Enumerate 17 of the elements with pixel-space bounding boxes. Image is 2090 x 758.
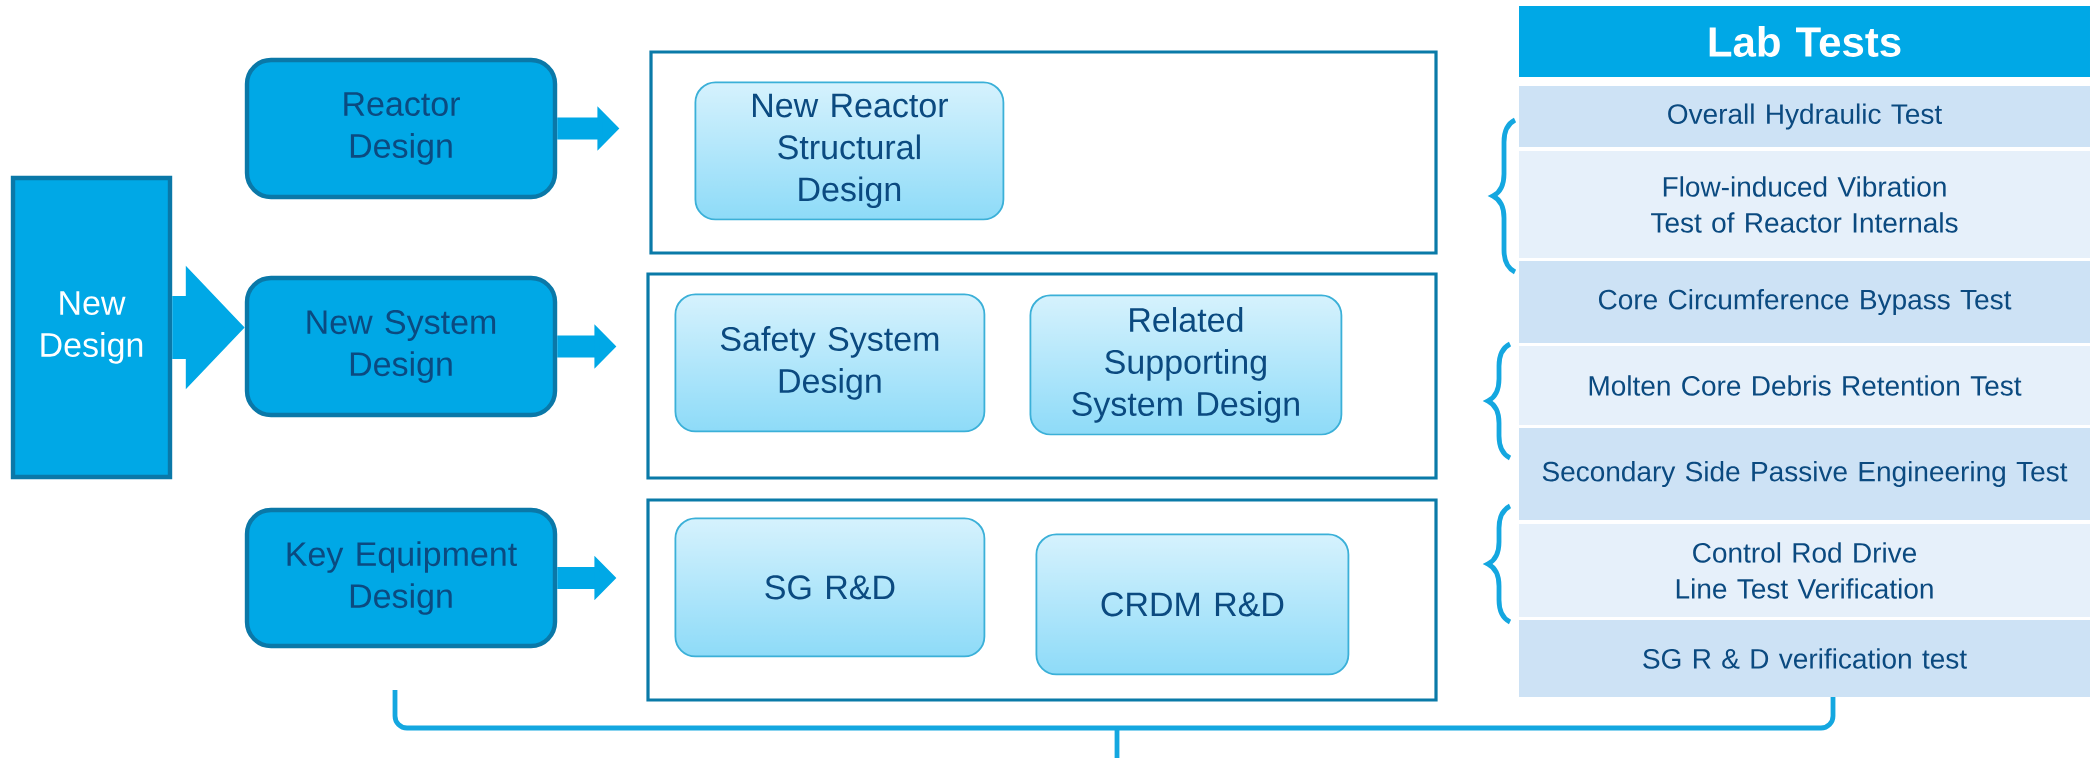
process-box: Reactor Design [244,57,558,200]
table-header: Lab Tests [1519,6,2090,77]
table-row: Core Circumference Bypass Test [1519,261,2090,343]
task-box: CRDM R&D [1035,533,1350,676]
table-row: Secondary Side Passive Engineering Test [1519,428,2090,520]
task-box: SG R&D [674,517,986,658]
table-row: Molten Core Debris Retention Test [1519,346,2090,425]
task-box: Safety System Design [674,293,986,433]
task-box: New Reactor Structural Design [694,81,1005,221]
block: New Design [10,175,173,480]
table-row: Control Rod Drive Line Test Verification [1519,524,2090,617]
process-box: Key Equipment Design [244,507,558,649]
table-row: Flow-induced Vibration Test of Reactor Internals [1519,151,2090,258]
table-row: SG R & D verification test [1519,620,2090,697]
process-box: New System Design [244,275,558,418]
task-box: Related Supporting System Design [1029,294,1343,436]
table-row: Overall Hydraulic Test [1519,86,2090,147]
